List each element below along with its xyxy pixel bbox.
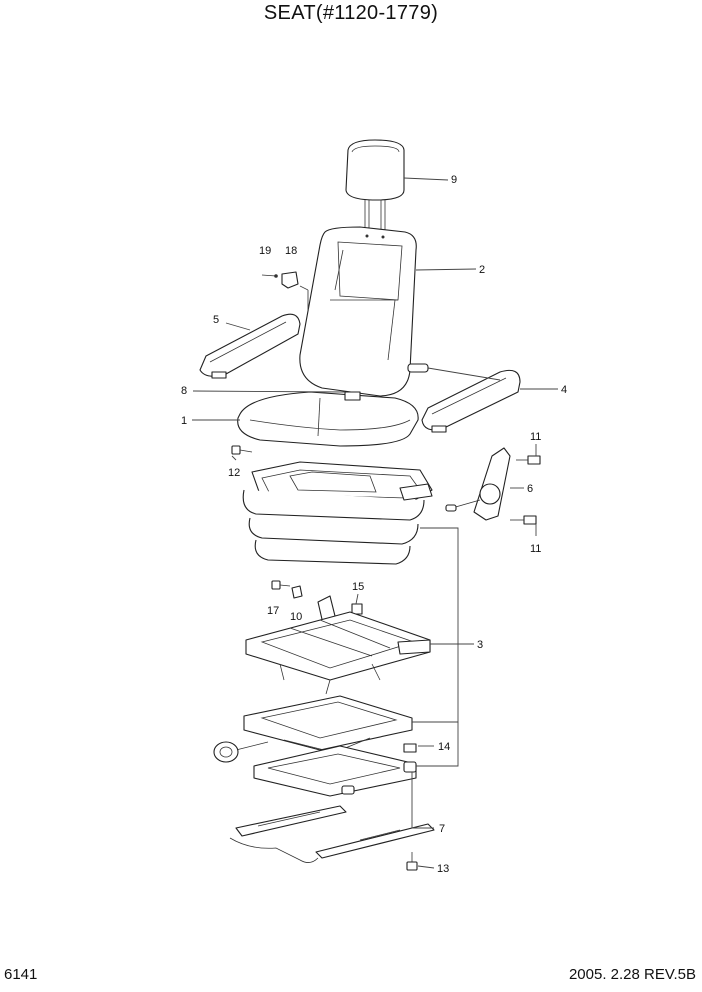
callout-6: 6 xyxy=(527,483,533,495)
slide-rails xyxy=(229,805,435,863)
callout-8: 8 xyxy=(181,385,187,397)
lever-bracket xyxy=(445,447,541,525)
seat-cushion xyxy=(237,391,419,447)
page-number: 6141 xyxy=(4,966,38,983)
callout-17: 17 xyxy=(267,605,279,617)
callout-19: 19 xyxy=(259,245,271,257)
armrest-left xyxy=(199,313,301,379)
callout-3: 3 xyxy=(477,639,483,651)
bolt-12 xyxy=(231,445,253,455)
revision-date: 2005. 2.28 REV.5B xyxy=(568,966,696,983)
callout-2: 2 xyxy=(479,264,485,276)
backrest xyxy=(299,226,429,397)
scissor-mechanism xyxy=(213,695,417,797)
callout-13: 13 xyxy=(437,863,449,875)
upper-frame xyxy=(245,611,431,695)
headrest xyxy=(345,139,405,232)
callout-11-bottom: 11 xyxy=(530,543,541,555)
callout-18: 18 xyxy=(285,245,297,257)
callout-7: 7 xyxy=(439,823,445,835)
callout-1: 1 xyxy=(181,415,187,427)
callout-5: 5 xyxy=(213,314,219,326)
adjust-knob xyxy=(261,271,299,289)
callout-15: 15 xyxy=(352,581,364,593)
callout-12: 12 xyxy=(228,467,240,479)
armrest-right xyxy=(421,369,521,433)
callout-10: 10 xyxy=(290,611,302,623)
callout-4: 4 xyxy=(561,384,567,396)
suspension-bellows xyxy=(242,461,433,565)
callout-9: 9 xyxy=(451,174,457,186)
callout-14: 14 xyxy=(438,741,450,753)
diagram-title: SEAT(#1120-1779) xyxy=(263,2,439,24)
callout-11-top: 11 xyxy=(530,431,541,443)
leader-lines xyxy=(192,177,558,869)
bolt-13 xyxy=(406,852,418,871)
